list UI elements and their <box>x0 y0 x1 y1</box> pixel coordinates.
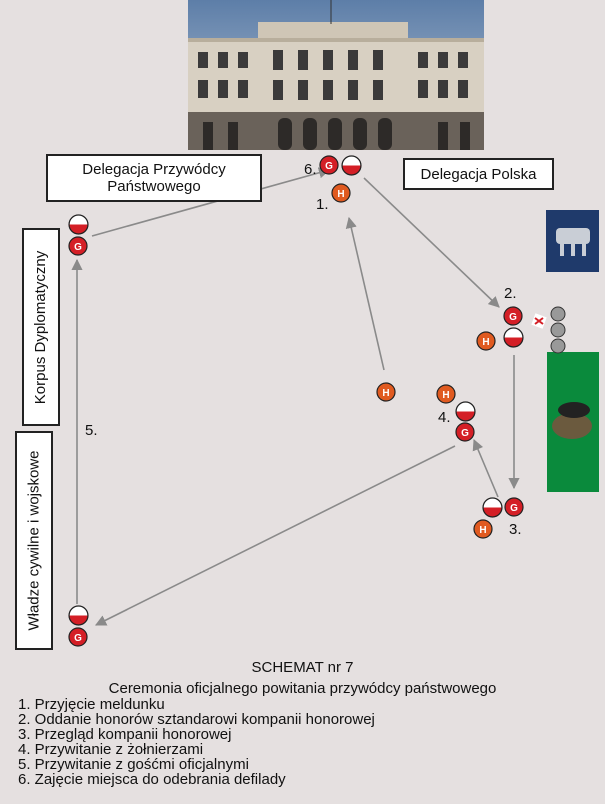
marker-letter: G <box>74 633 82 644</box>
arrow-4-to-5 <box>94 445 456 626</box>
marker-letter: G <box>510 503 518 514</box>
marker-host-1 <box>331 183 351 203</box>
marker-letter: H <box>337 189 344 200</box>
marker-letter: H <box>479 525 486 536</box>
banner-emblem-icon <box>556 228 590 256</box>
marker-host-3 <box>473 519 493 539</box>
marker-flag-6 <box>341 155 362 176</box>
legend-item: 3. Przegląd kompanii honorowej <box>18 726 232 743</box>
marker-flag-3 <box>482 497 503 518</box>
legend-item: 5. Przywitanie z gośćmi oficjalnymi <box>18 756 249 773</box>
soldier-cap-icon <box>552 402 592 439</box>
label-wladze: Władze cywilne i wojskowe <box>15 431 53 650</box>
arrow-start-to-6 <box>91 167 331 237</box>
marker-host-mid <box>376 382 396 402</box>
step-number-3: 3. <box>509 521 522 538</box>
label-delegacja-przywodcy-text: Delegacja Przywódcy Państwowego <box>82 161 226 195</box>
marker-letter: H <box>382 388 389 399</box>
marker-letter: H <box>442 390 449 401</box>
label-delegacja-polska: Delegacja Polska <box>403 158 554 190</box>
arrow-6-to-2 <box>363 177 500 308</box>
arrow-3-to-4 <box>472 438 499 498</box>
marker-letter: G <box>74 242 82 253</box>
legend-item: 1. Przyjęcie meldunku <box>18 696 165 713</box>
step-number-1: 1. <box>316 196 329 213</box>
marker-flag-2 <box>503 327 524 348</box>
step-number-5: 5. <box>85 422 98 439</box>
step-number-6: 6. <box>304 161 317 178</box>
label-delegacja-przywodcy: Delegacja Przywódcy Państwowego <box>46 154 262 202</box>
marker-host-4 <box>436 384 456 404</box>
caption-subtitle: Ceremonia oficjalnego powitania przywódc… <box>108 680 497 697</box>
legend-item: 2. Oddanie honorów sztandarowi kompanii … <box>18 711 375 728</box>
color-guard-stack <box>550 306 566 354</box>
label-wladze-text: Władze cywilne i wojskowe <box>25 450 43 631</box>
label-korpus-dyplomatyczny: Korpus Dyplomatyczny <box>22 228 60 426</box>
label-korpus-text: Korpus Dyplomatyczny <box>32 250 50 404</box>
legend-item: 6. Zajęcie miejsca do odebrania defilady <box>18 771 286 788</box>
marker-host-2 <box>476 331 496 351</box>
marker-letter: G <box>461 428 469 439</box>
caption-title: SCHEMAT nr 7 <box>251 659 354 676</box>
legend-item: 4. Przywitanie z żołnierzami <box>18 741 204 758</box>
step-number-4: 4. <box>438 409 451 426</box>
step-number-2: 2. <box>504 285 517 302</box>
arrow-h-to-1 <box>345 216 385 371</box>
standard-banner-icon <box>531 313 547 329</box>
marker-flag-4 <box>455 401 476 422</box>
marker-letter: G <box>509 312 517 323</box>
palace-image <box>188 0 484 150</box>
marker-letter: H <box>482 337 489 348</box>
label-delegacja-polska-text: Delegacja Polska <box>420 165 537 183</box>
marker-flag-5 <box>68 605 89 626</box>
marker-letter: G <box>325 161 333 172</box>
marker-flag-start <box>68 214 89 235</box>
legend-list: 1. Przyjęcie meldunku 2. Oddanie honorów… <box>18 697 375 787</box>
